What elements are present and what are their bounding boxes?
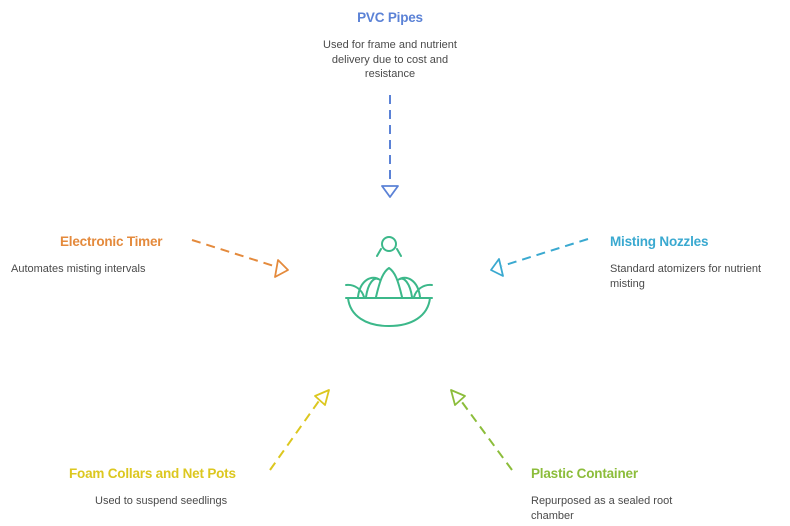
description-line: Repurposed as a sealed root bbox=[531, 495, 673, 507]
arrow-electronic-timer bbox=[191, 239, 289, 278]
node-title: Foam Collars and Net Pots bbox=[69, 466, 236, 481]
node-plastic-container: Plastic Container Repurposed as a sealed… bbox=[531, 466, 731, 523]
node-title: Plastic Container bbox=[531, 466, 638, 481]
arrow-foam-collars bbox=[269, 389, 330, 471]
description-line: chamber bbox=[531, 509, 574, 522]
description-line: resistance bbox=[364, 68, 416, 80]
arrow-plastic-container bbox=[450, 389, 513, 471]
description-line: delivery due to cost and bbox=[331, 53, 449, 66]
node-title: Misting Nozzles bbox=[610, 234, 709, 249]
node-foam-collars: Foam Collars and Net Pots Used to suspen… bbox=[60, 466, 260, 509]
node-description: Standard atomizers for nutrient misting bbox=[610, 262, 788, 291]
arrow-misting-nozzles bbox=[490, 238, 589, 277]
plant-bowl-icon bbox=[345, 236, 433, 327]
node-description: Used for frame and nutrient delivery due… bbox=[290, 38, 490, 82]
description-line: Used for frame and nutrient bbox=[323, 39, 457, 51]
node-description: Used to suspend seedlings bbox=[60, 494, 260, 509]
description-line: Used to suspend seedlings bbox=[95, 495, 228, 507]
node-title: Electronic Timer bbox=[60, 234, 163, 249]
node-description: Automates misting intervals bbox=[11, 262, 191, 277]
node-description: Repurposed as a sealed root chamber bbox=[531, 494, 731, 523]
description-line: Automates misting intervals bbox=[11, 263, 146, 275]
description-line: misting bbox=[610, 277, 645, 290]
node-electronic-timer: Electronic Timer Automates misting inter… bbox=[11, 234, 191, 277]
node-misting-nozzles: Misting Nozzles Standard atomizers for n… bbox=[610, 234, 788, 291]
node-title: PVC Pipes bbox=[357, 10, 423, 25]
node-pvc-pipes: PVC Pipes Used for frame and nutrient de… bbox=[290, 10, 490, 82]
arrow-pvc-pipes bbox=[381, 95, 399, 198]
description-line: Standard atomizers for nutrient bbox=[610, 263, 762, 275]
